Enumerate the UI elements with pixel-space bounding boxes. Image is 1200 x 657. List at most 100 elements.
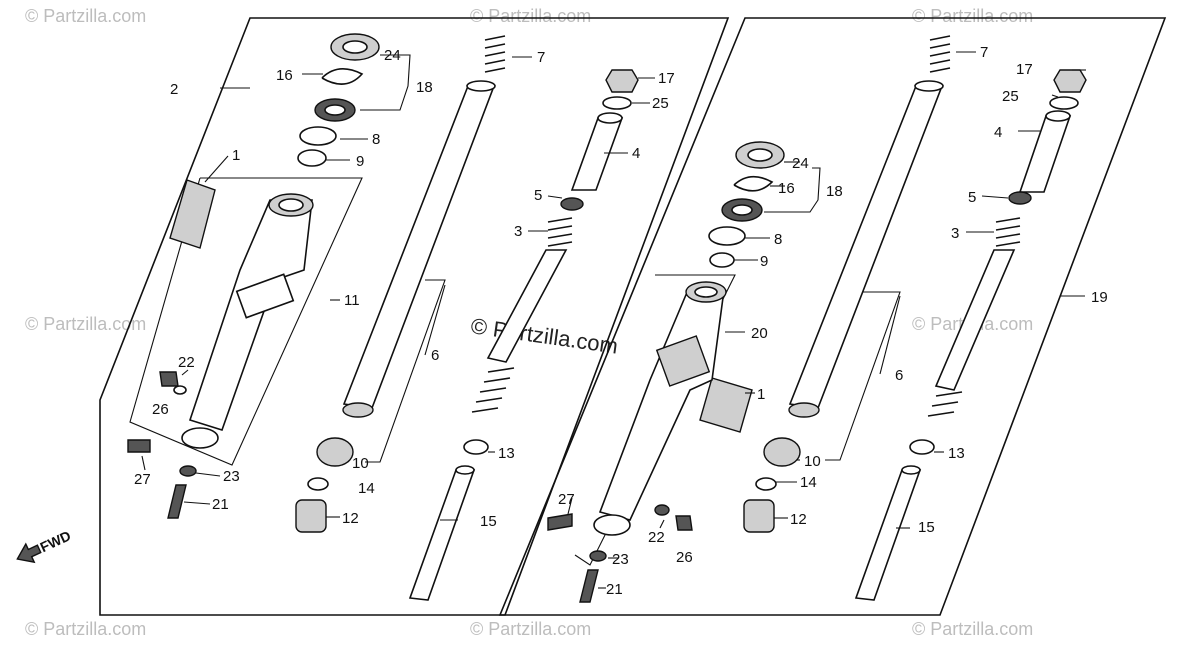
- right-dust-seal-inner: [747, 148, 773, 162]
- right-part-labels: 24 16 18 8 9 20 1 7 17 25 4 5 3 19 6 13 …: [558, 44, 1108, 598]
- label-right-26: 26: [676, 549, 693, 566]
- label-right-1: 1: [757, 386, 765, 403]
- right-oil-lock-piece: [743, 499, 775, 533]
- right-slider-bushing: [709, 252, 735, 268]
- left-stop-ring: [307, 477, 329, 491]
- left-assembly-frame: [99, 17, 730, 616]
- right-socket-bolt: [579, 569, 599, 603]
- label-left-12: 12: [342, 510, 359, 527]
- fwd-arrow-icon: [16, 542, 42, 564]
- label-right-15: 15: [918, 519, 935, 536]
- label-right-8: 8: [774, 231, 782, 248]
- watermark-top-mid: © Partzilla.com: [470, 6, 591, 26]
- label-left-23: 23: [223, 468, 240, 485]
- label-right-25: 25: [1002, 88, 1019, 105]
- label-left-27: 27: [134, 471, 151, 488]
- right-fork-spring-top: [995, 217, 1021, 247]
- left-seal-clip: [321, 68, 364, 85]
- label-right-23: 23: [612, 551, 629, 568]
- label-left-21: 21: [212, 496, 229, 513]
- label-left-8: 8: [372, 131, 380, 148]
- right-seal-clip: [733, 175, 774, 192]
- left-top-spring: [484, 35, 506, 73]
- left-part-labels: 1 2 16 24 18 8 9 11 22 26 27 23 21 7 17 …: [134, 47, 675, 530]
- right-stop-ring: [755, 477, 777, 491]
- label-left-13: 13: [498, 445, 515, 462]
- label-right-9: 9: [760, 253, 768, 270]
- label-right-10: 10: [804, 453, 821, 470]
- label-right-5: 5: [968, 189, 976, 206]
- right-piston-ring: [909, 439, 935, 455]
- left-fork-slider: [181, 193, 314, 449]
- left-o-ring: [602, 96, 632, 110]
- label-left-11: 11: [344, 292, 360, 309]
- left-inner-fork-tube: [342, 80, 496, 418]
- right-fork-cap-bolt: [1053, 69, 1087, 93]
- label-left-18: 18: [416, 79, 433, 96]
- right-axle-bolt: [547, 513, 573, 531]
- label-left-10: 10: [352, 455, 369, 472]
- label-left-25: 25: [652, 95, 669, 112]
- right-top-spring: [929, 35, 951, 73]
- label-left-5: 5: [534, 187, 542, 204]
- watermark-bottom-right: © Partzilla.com: [912, 619, 1033, 639]
- label-right-16: 16: [778, 180, 795, 197]
- label-right-4: 4: [994, 124, 1002, 141]
- right-drain-washer: [654, 504, 670, 516]
- label-left-6: 6: [431, 347, 439, 364]
- left-reflector: [169, 179, 216, 249]
- label-left-2: 2: [170, 81, 178, 98]
- label-right-24: 24: [792, 155, 809, 172]
- label-right-18: 18: [826, 183, 843, 200]
- left-drain-bolt: [159, 371, 179, 387]
- label-left-17: 17: [658, 70, 675, 87]
- label-left-1: 1: [232, 147, 240, 164]
- label-right-27: 27: [558, 491, 575, 508]
- right-spring-seat: [1008, 191, 1032, 205]
- right-inner-tube-bracket: [825, 291, 901, 461]
- label-left-22: 22: [178, 354, 195, 371]
- left-spacer: [570, 112, 624, 191]
- label-left-14: 14: [358, 480, 375, 497]
- label-right-3: 3: [951, 225, 959, 242]
- left-socket-washer: [179, 465, 197, 477]
- right-o-ring: [1049, 96, 1079, 110]
- label-right-14: 14: [800, 474, 817, 491]
- label-left-3: 3: [514, 223, 522, 240]
- left-fork-spring-bottom: [471, 367, 515, 413]
- right-inner-fork-tube: [788, 80, 944, 418]
- label-right-12: 12: [790, 511, 807, 528]
- label-right-22: 22: [648, 529, 665, 546]
- left-slide-bushing: [316, 437, 354, 467]
- left-inner-tube-bracket: [365, 279, 446, 463]
- left-piston-ring: [463, 439, 489, 455]
- watermark-mid-left: © Partzilla.com: [25, 314, 146, 334]
- fwd-label: FWD: [38, 527, 74, 555]
- label-left-26: 26: [152, 401, 169, 418]
- left-dust-seal-inner: [342, 40, 368, 54]
- right-assembly-frame: [498, 17, 1167, 616]
- right-drain-bolt: [675, 515, 693, 531]
- right-fork-spring: [934, 249, 1016, 391]
- left-damper-rod: [408, 465, 476, 601]
- label-right-7: 7: [980, 44, 988, 61]
- watermark-top-left: © Partzilla.com: [25, 6, 146, 26]
- label-right-21: 21: [606, 581, 623, 598]
- watermark-top-right: © Partzilla.com: [912, 6, 1033, 26]
- left-oil-lock-piece: [295, 499, 327, 533]
- label-left-24: 24: [384, 47, 401, 64]
- right-spacer: [1018, 110, 1072, 193]
- label-right-13: 13: [948, 445, 965, 462]
- watermark-bottom-left: © Partzilla.com: [25, 619, 146, 639]
- label-left-15: 15: [480, 513, 497, 530]
- left-slider-bushing: [297, 149, 327, 167]
- label-right-6: 6: [895, 367, 903, 384]
- right-slide-bushing: [763, 437, 801, 467]
- left-axle-bolt: [127, 439, 151, 453]
- left-oil-seal-inner: [324, 104, 346, 116]
- label-left-16: 16: [276, 67, 293, 84]
- label-right-20: 20: [751, 325, 768, 342]
- left-socket-bolt: [167, 484, 187, 519]
- fwd-arrow: FWD: [16, 527, 74, 564]
